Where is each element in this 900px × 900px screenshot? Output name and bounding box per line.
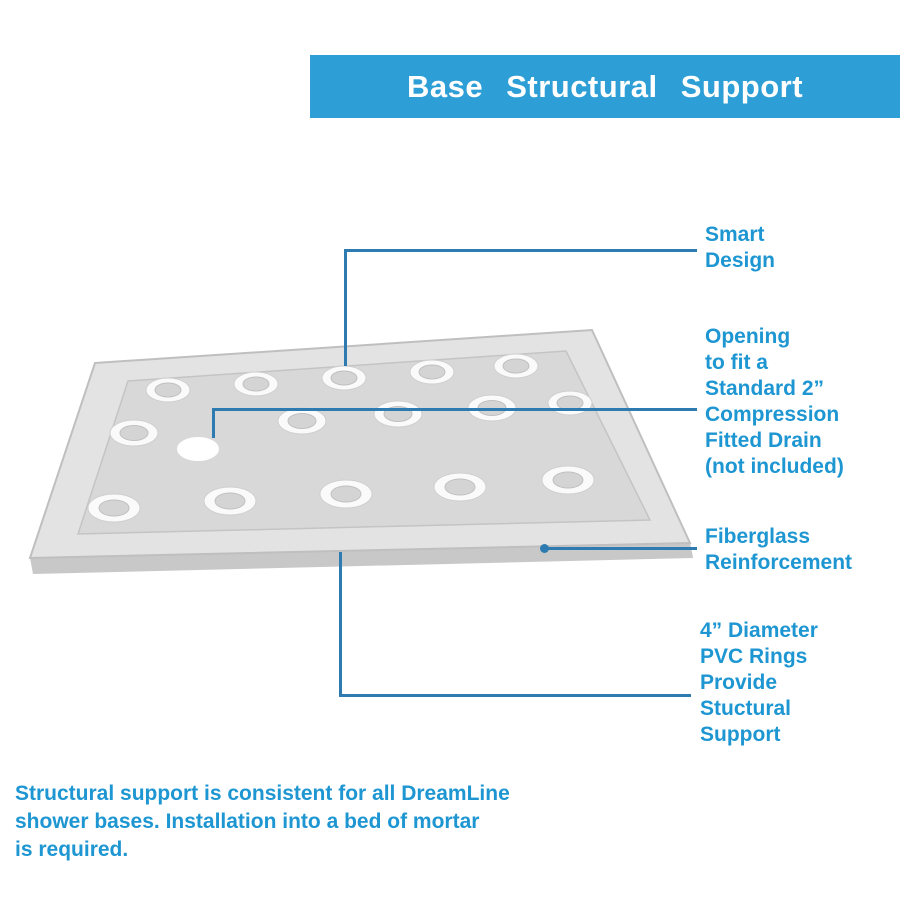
page-title: Base Structural Support bbox=[406, 68, 804, 104]
pvc-ring bbox=[109, 419, 159, 447]
callout-label-smart-design: Smart Design bbox=[705, 223, 776, 272]
callout-label-drain-opening: Opening to fit a Standard 2” Compression… bbox=[705, 325, 844, 478]
pvc-ring bbox=[433, 472, 487, 502]
callout-line-pvc-horizontal bbox=[339, 694, 691, 697]
callout-line-smart-design-vertical bbox=[344, 250, 347, 366]
pvc-ring bbox=[233, 371, 279, 397]
pvc-ring bbox=[87, 493, 141, 523]
callout-dot-fiberglass bbox=[540, 544, 549, 553]
callout-line-drain-horizontal bbox=[212, 408, 697, 411]
pvc-ring bbox=[321, 365, 367, 391]
pvc-ring bbox=[319, 479, 373, 509]
pvc-ring bbox=[409, 359, 455, 385]
pvc-ring bbox=[493, 353, 539, 379]
title-banner: Base Structural Support bbox=[310, 55, 900, 118]
pvc-ring bbox=[203, 486, 257, 516]
callout-line-fiberglass-horizontal bbox=[545, 547, 697, 550]
pvc-ring bbox=[145, 377, 191, 403]
drain-opening-hole bbox=[175, 435, 221, 463]
footnote-text: Structural support is consistent for all… bbox=[15, 782, 510, 861]
callout-label-fiberglass: Fiberglass Reinforcement bbox=[705, 525, 853, 574]
pvc-ring bbox=[541, 465, 595, 495]
pvc-ring bbox=[277, 407, 327, 435]
pvc-ring bbox=[373, 400, 423, 428]
callout-line-pvc-vertical bbox=[339, 552, 342, 697]
pan-front-wall bbox=[30, 543, 693, 574]
pvc-ring bbox=[547, 390, 593, 416]
callout-line-smart-design-horizontal bbox=[344, 249, 697, 252]
callout-label-pvc-rings: 4” Diameter PVC Rings Provide Stuctural … bbox=[700, 619, 818, 746]
callout-line-drain-vertical bbox=[212, 408, 215, 438]
